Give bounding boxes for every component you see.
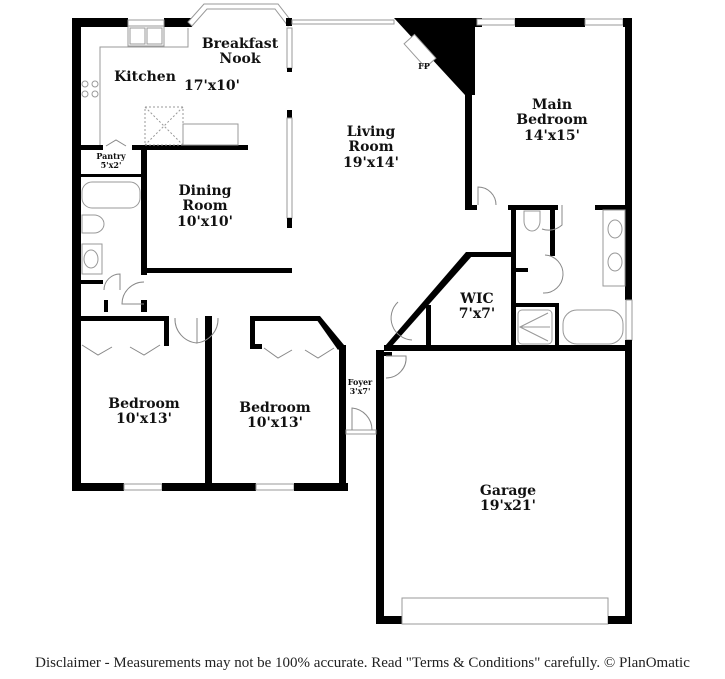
room-dimensions: 19'x21' (480, 498, 536, 515)
room-dimensions: 10'x13' (247, 415, 303, 432)
floor-plan-drawing (72, 3, 633, 625)
room-name: Dining (178, 183, 232, 199)
room-label-breakfast-nook: Breakfast Nook (201, 36, 279, 68)
room-dimensions: 7'x7' (458, 306, 496, 323)
room-label-bedroom-1: Bedroom 10'x13' (108, 396, 180, 428)
room-label-living-room: Living Room 19'x14' (343, 124, 399, 171)
fixtures (81, 19, 626, 435)
door-swings (103, 186, 564, 431)
room-dimensions: 5'x2' (100, 159, 122, 170)
room-label-main-bedroom: Main Bedroom 14'x15' (516, 97, 588, 144)
room-label-garage: Garage 19'x21' (479, 483, 537, 515)
room-name: Bedroom (516, 112, 588, 129)
room-name: Nook (219, 51, 261, 68)
room-name: Main (531, 97, 573, 113)
room-name: Pantry (96, 151, 126, 161)
room-name: Room (348, 139, 394, 156)
room-dimensions: 14'x15' (524, 127, 580, 144)
disclaimer-text: Disclaimer - Measurements may not be 100… (35, 655, 690, 671)
room-label-wic: WIC 7'x7' (458, 291, 496, 323)
room-name: Breakfast (201, 36, 279, 52)
interior-walls (81, 27, 632, 490)
exterior-walls (72, 3, 633, 625)
fireplace-label: FP (418, 61, 430, 71)
room-dimensions: 3'x7' (349, 385, 371, 396)
room-dimensions: 10'x10' (177, 213, 233, 230)
room-name: WIC (460, 291, 494, 307)
room-label-bedroom-2: Bedroom 10'x13' (239, 400, 311, 432)
room-name: Bedroom (108, 396, 180, 412)
room-label-foyer: Foyer 3'x7' (348, 378, 373, 396)
room-name: Kitchen (114, 69, 176, 85)
room-label-kitchen: Kitchen (114, 69, 176, 85)
room-name: Foyer (347, 377, 373, 387)
room-dimensions: 17'x10' (184, 78, 240, 94)
room-dimensions: 19'x14' (343, 154, 399, 171)
room-name: Room (182, 198, 228, 215)
room-name: Living (346, 124, 396, 140)
room-name: Bedroom (239, 400, 311, 416)
room-dims-kitchen: 17'x10' (184, 78, 240, 94)
room-dimensions: 10'x13' (116, 411, 172, 428)
room-label-pantry: Pantry 5'x2' (96, 152, 125, 170)
room-label-dining-room: Dining Room 10'x10' (177, 183, 233, 230)
room-name: Garage (479, 483, 537, 499)
